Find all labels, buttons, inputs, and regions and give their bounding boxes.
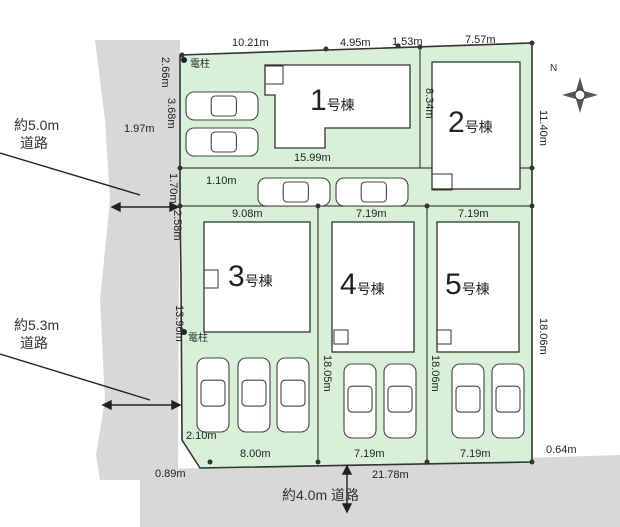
car-cabin-icon — [495, 385, 521, 413]
car-cabin-icon — [210, 131, 237, 153]
south-road — [140, 455, 620, 527]
car-cabin-icon — [387, 385, 413, 413]
dim-bottom-corner: 2.10m — [186, 430, 217, 442]
dim-bottom-total: 21.78m — [372, 469, 409, 481]
building-3-label: 3号棟 — [228, 260, 273, 293]
utility-pole-label-top: 電柱 — [190, 59, 210, 70]
road-west-upper-label: 道路 — [20, 135, 48, 151]
car-cabin-icon — [210, 95, 237, 117]
dim-row3-c: 7.19m — [458, 208, 489, 220]
building-4-label: 4号棟 — [340, 268, 385, 301]
road-west-upper-width: 約5.0m — [14, 117, 60, 133]
svg-text:N: N — [550, 63, 557, 74]
building-2-label: 2号棟 — [448, 106, 493, 139]
building-1-label: 1号棟 — [310, 84, 355, 117]
building-2-footprint — [431, 61, 521, 190]
dim-top-d: 7.57m — [465, 34, 496, 46]
dim-lot5-left: 18.06m — [429, 355, 441, 392]
car-cabin-icon — [455, 385, 481, 413]
building-1-footprint — [264, 64, 411, 149]
dim-bottom-c: 7.19m — [460, 448, 491, 460]
dim-drive-v: 1.70m — [167, 173, 179, 204]
dim-top-a: 10.21m — [232, 37, 269, 49]
compass-rose-icon: N — [550, 63, 598, 113]
dim-bottom-left: 0.89m — [155, 468, 186, 480]
dim-right-5: 18.06m — [537, 318, 549, 355]
car-cabin-icon — [347, 385, 373, 413]
road-south-label: 約4.0m 道路 — [282, 487, 360, 503]
dim-drive-h: 1.10m — [206, 175, 237, 187]
west-road — [95, 40, 180, 480]
car-cabin-icon — [200, 379, 226, 407]
dim-bottom-a: 8.00m — [240, 448, 271, 460]
dim-lot2-left: 8.34m — [423, 88, 435, 119]
dim-row3-a: 9.08m — [232, 208, 263, 220]
dim-left-d: 2.58m — [171, 210, 183, 241]
car-cabin-icon — [282, 181, 309, 203]
dim-mid-row: 15.99m — [294, 152, 331, 164]
dim-lot4-left: 18.05m — [321, 355, 333, 392]
dim-left-a: 2.66m — [159, 57, 171, 88]
dim-top-b: 4.95m — [340, 37, 371, 49]
dim-bottom-right: 0.64m — [546, 444, 577, 456]
building-5-label: 5号棟 — [445, 268, 490, 301]
building-3-footprint — [203, 221, 311, 333]
utility-pole-label-mid: 電柱 — [188, 333, 208, 344]
dim-lot3-left: 13.96m — [173, 305, 185, 342]
road-west-lower-label: 道路 — [20, 335, 48, 351]
dim-right-2: 11.40m — [537, 110, 549, 146]
dim-row3-b: 7.19m — [356, 208, 387, 220]
dim-left-b: 3.68m — [165, 98, 177, 129]
car-cabin-icon — [360, 181, 387, 203]
dim-left-c: 1.97m — [124, 123, 155, 135]
car-cabin-icon — [241, 379, 267, 407]
road-west-lower-width: 約5.3m — [14, 317, 60, 333]
dim-bottom-b: 7.19m — [354, 448, 385, 460]
dim-top-c: 1.53m — [392, 36, 423, 48]
car-cabin-icon — [280, 379, 306, 407]
